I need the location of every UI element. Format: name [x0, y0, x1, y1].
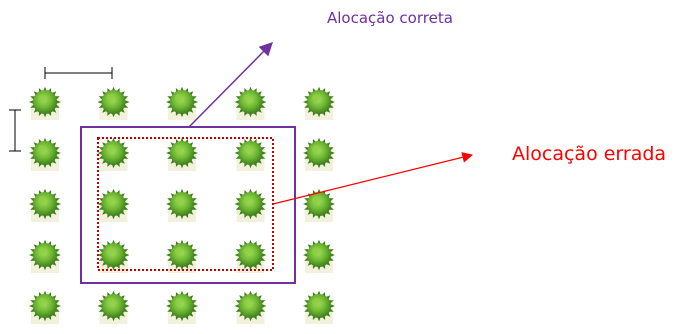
shrub-icon — [166, 86, 198, 120]
shrub-icon — [234, 239, 267, 273]
shrub-icon — [303, 290, 335, 324]
shrub-icon — [29, 290, 61, 324]
shrub-icon — [234, 137, 267, 171]
shrub-icon — [303, 137, 335, 171]
shrub-icon — [97, 188, 130, 222]
shrub-icon — [97, 137, 130, 171]
shrub-icon — [29, 239, 61, 273]
shrub-icon — [166, 137, 198, 171]
shrub-icon — [29, 86, 61, 120]
shrub-icon — [303, 188, 335, 222]
plant-spacing-indicator — [9, 109, 21, 152]
shrub-icon — [166, 239, 198, 273]
shrub-icon — [29, 188, 61, 222]
wrong-allocation-arrow — [272, 152, 474, 205]
shrub-icon — [97, 239, 130, 273]
correct-allocation-label: Alocação correta — [327, 9, 453, 27]
correct-allocation-box — [80, 126, 296, 284]
row-spacing-indicator — [44, 67, 113, 79]
plant-grid — [29, 86, 335, 324]
shrub-icon — [303, 239, 335, 273]
shrub-icon — [166, 188, 198, 222]
shrub-icon — [234, 290, 267, 324]
shrub-icon — [234, 86, 267, 120]
shrub-icon — [166, 290, 198, 324]
correct-allocation-arrow — [188, 42, 273, 128]
shrub-icon — [303, 86, 335, 120]
shrub-icon — [97, 290, 130, 324]
shrub-icon — [29, 137, 61, 171]
shrub-icon — [97, 86, 130, 120]
shrub-icon — [234, 188, 267, 222]
wrong-allocation-label: Alocação errada — [512, 143, 666, 165]
